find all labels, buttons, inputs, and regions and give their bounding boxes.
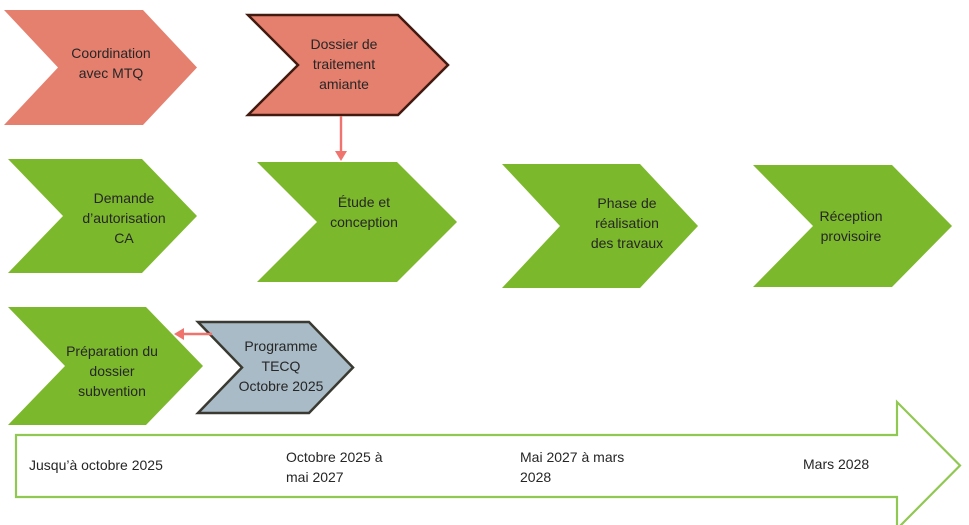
connector-arrow-down-head bbox=[335, 151, 347, 161]
chevron-dossier-amiante bbox=[244, 13, 450, 117]
chevron-phase-realisation bbox=[502, 164, 698, 288]
dossier-amiante-label: Dossier de traitement amiante bbox=[310, 36, 378, 92]
demande-autorisation-label: Demande d’autorisation CA bbox=[82, 190, 166, 246]
etude-conception-label: Étude et conception bbox=[330, 194, 398, 230]
programme-tecq-label: Programme TECQ Octobre 2025 bbox=[238, 338, 324, 394]
coordination-mtq-label: Coordination avec MTQ bbox=[71, 45, 151, 81]
preparation-subvention-label: Préparation du dossier subvention bbox=[66, 343, 158, 399]
timeline-segment-2: Octobre 2025 à mai 2027 bbox=[286, 449, 383, 485]
chevron-coordination-mtq bbox=[4, 10, 197, 125]
timeline-arrow bbox=[14, 399, 962, 525]
phase-realisation-label: Phase de réalisation des travaux bbox=[590, 195, 664, 251]
connector-arrow-left-head bbox=[174, 328, 184, 340]
timeline-segment-3: Mai 2027 à mars 2028 bbox=[520, 449, 625, 485]
chevron-demande-autorisation bbox=[8, 159, 197, 273]
chevron-preparation-subvention bbox=[8, 307, 203, 425]
chevron-programme-tecq bbox=[195, 320, 355, 415]
timeline-segment-4: Mars 2028 bbox=[803, 456, 870, 472]
chevron-etude-conception bbox=[257, 162, 457, 282]
reception-provisoire-label: Réception provisoire bbox=[819, 208, 883, 244]
timeline-segment-1: Jusqu’à octobre 2025 bbox=[29, 457, 163, 473]
chevron-reception-provisoire bbox=[753, 165, 952, 287]
